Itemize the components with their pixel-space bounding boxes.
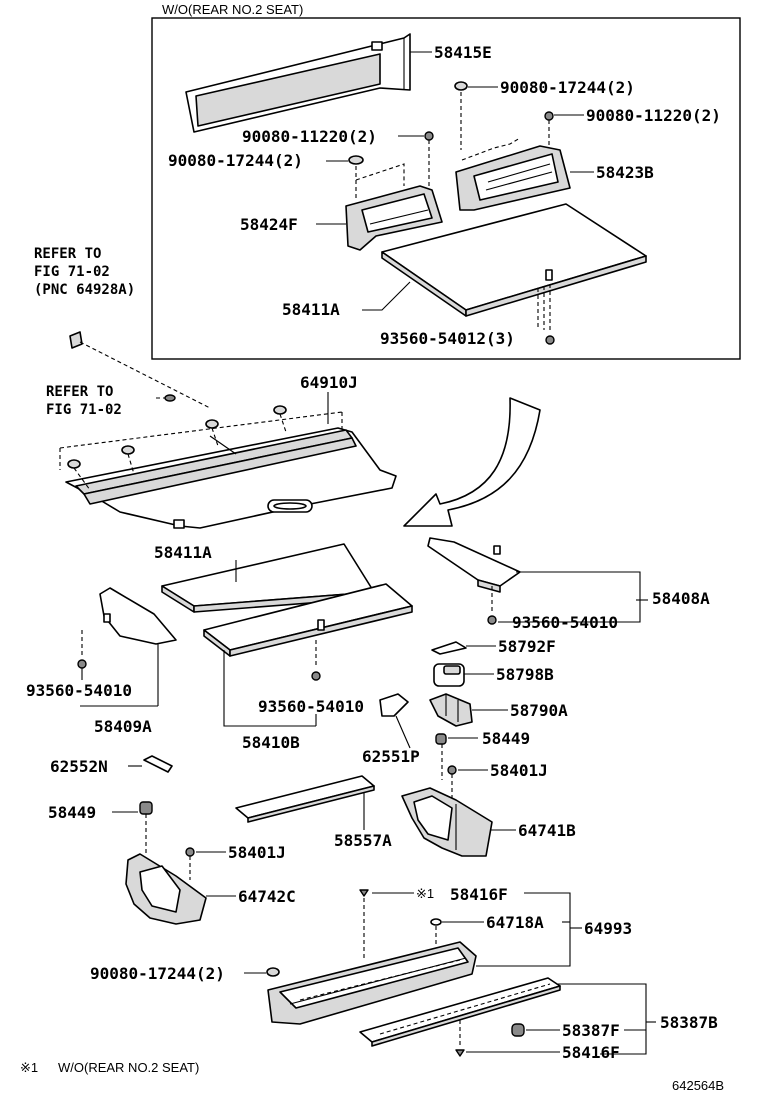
part-58792F bbox=[431, 641, 467, 655]
label-90080-17244-top: 90080-17244(2) bbox=[500, 78, 635, 97]
label-90080-17244-left: 90080-17244(2) bbox=[168, 151, 303, 170]
clip-90080-17244-top bbox=[454, 81, 468, 150]
inset-title: W/O(REAR NO.2 SEAT) bbox=[162, 2, 303, 17]
label-58410B: 58410B bbox=[242, 733, 300, 752]
label-93560-54012: 93560-54012(3) bbox=[380, 329, 515, 348]
label-64718A: 64718A bbox=[486, 913, 544, 932]
part-62551P bbox=[379, 693, 409, 717]
label-58409A: 58409A bbox=[94, 717, 152, 736]
label-58408A: 58408A bbox=[652, 589, 710, 608]
label-64741B: 64741B bbox=[518, 821, 576, 840]
label-58401J-lower: 58401J bbox=[228, 843, 286, 862]
part-58557A bbox=[235, 775, 375, 823]
label-58423B: 58423B bbox=[596, 163, 654, 182]
label-58424F: 58424F bbox=[240, 215, 298, 234]
inset-group: W/O(REAR NO.2 SEAT) 58415E 90080-17244(2… bbox=[151, 2, 741, 360]
refer2-line2: FIG 71-02 bbox=[46, 402, 122, 418]
figure-id: 642564B bbox=[672, 1078, 724, 1093]
clip-90080-17244-left bbox=[348, 155, 364, 200]
refer1-line2: FIG 71-02 bbox=[34, 264, 110, 280]
screw-93560-54010-right bbox=[487, 586, 497, 625]
label-90080-17244-lower: 90080-17244(2) bbox=[90, 964, 225, 983]
label-58411A: 58411A bbox=[154, 543, 212, 562]
label-58416F-upper: 58416F bbox=[450, 885, 508, 904]
label-58415E: 58415E bbox=[434, 43, 492, 62]
part-58790A bbox=[429, 693, 473, 727]
refer-note-2: REFER TO FIG 71-02 bbox=[46, 384, 176, 418]
clip-64718A bbox=[430, 918, 442, 946]
label-58387F: 58387F bbox=[562, 1021, 620, 1040]
screw-90080-11220-right bbox=[544, 111, 554, 148]
mark-1: ※1 bbox=[416, 886, 434, 901]
label-64742C: 64742C bbox=[238, 887, 296, 906]
part-58409A bbox=[99, 587, 177, 645]
label-58790A: 58790A bbox=[510, 701, 568, 720]
screw-58416F-upper bbox=[359, 889, 369, 960]
part-62552N bbox=[143, 755, 173, 773]
clip-58449-upper bbox=[435, 733, 447, 780]
part-58423B bbox=[455, 145, 571, 211]
refer-note-1: REFER TO FIG 71-02 (PNC 64928A) bbox=[34, 246, 211, 409]
label-58401J-upper: 58401J bbox=[490, 761, 548, 780]
part-58798B bbox=[433, 663, 465, 687]
clip-90080-17244-lower bbox=[266, 967, 280, 977]
part-58415E bbox=[185, 33, 411, 133]
screw-58416F-lower bbox=[455, 1020, 465, 1057]
label-58798B: 58798B bbox=[496, 665, 554, 684]
part-64741B bbox=[401, 787, 493, 857]
refer1-line1: REFER TO bbox=[34, 246, 101, 262]
part-64910J bbox=[59, 405, 397, 529]
part-58411A bbox=[161, 543, 375, 613]
direction-arrow-icon bbox=[403, 397, 541, 527]
label-64993: 64993 bbox=[584, 919, 632, 938]
screw-93560-54010-center bbox=[311, 640, 321, 681]
label-93560-54010-center: 93560-54010 bbox=[258, 697, 364, 716]
inset-frame bbox=[151, 17, 741, 360]
label-64910J: 64910J bbox=[300, 373, 358, 392]
label-62552N: 62552N bbox=[50, 757, 108, 776]
screw-93560-54010-left bbox=[77, 630, 87, 680]
part-58387B bbox=[359, 977, 561, 1047]
screw-58401J-upper bbox=[447, 765, 457, 800]
screw-90080-11220-left bbox=[424, 131, 434, 190]
label-93560-54010-left: 93560-54010 bbox=[26, 681, 132, 700]
label-90080-11220-left: 90080-11220(2) bbox=[242, 127, 377, 146]
screw-93560-54012 bbox=[537, 284, 555, 345]
part-64993 bbox=[267, 941, 477, 1025]
label-58557A: 58557A bbox=[334, 831, 392, 850]
clip-58387F bbox=[511, 1023, 525, 1037]
part-58408A bbox=[427, 537, 521, 593]
footnote-text: W/O(REAR NO.2 SEAT) bbox=[58, 1060, 199, 1075]
label-58449-upper: 58449 bbox=[482, 729, 530, 748]
label-62551P: 62551P bbox=[362, 747, 420, 766]
label-58387B: 58387B bbox=[660, 1013, 718, 1032]
label-90080-11220-right: 90080-11220(2) bbox=[586, 106, 721, 125]
label-58449-lower: 58449 bbox=[48, 803, 96, 822]
part-64742C bbox=[125, 853, 207, 925]
refer2-line1: REFER TO bbox=[46, 384, 113, 400]
label-93560-54010-right: 93560-54010 bbox=[512, 613, 618, 632]
part-58411A-inset bbox=[381, 203, 647, 317]
part-58424F bbox=[345, 185, 443, 251]
screw-58401J-lower bbox=[185, 847, 195, 880]
label-58411A-inset: 58411A bbox=[282, 300, 340, 319]
part-58410B bbox=[203, 583, 413, 657]
label-58792F: 58792F bbox=[498, 637, 556, 656]
label-58416F-lower: 58416F bbox=[562, 1043, 620, 1062]
refer1-line3: (PNC 64928A) bbox=[34, 282, 135, 298]
footnote-mark: ※1 bbox=[20, 1060, 38, 1075]
clip-58449-lower bbox=[139, 801, 153, 856]
